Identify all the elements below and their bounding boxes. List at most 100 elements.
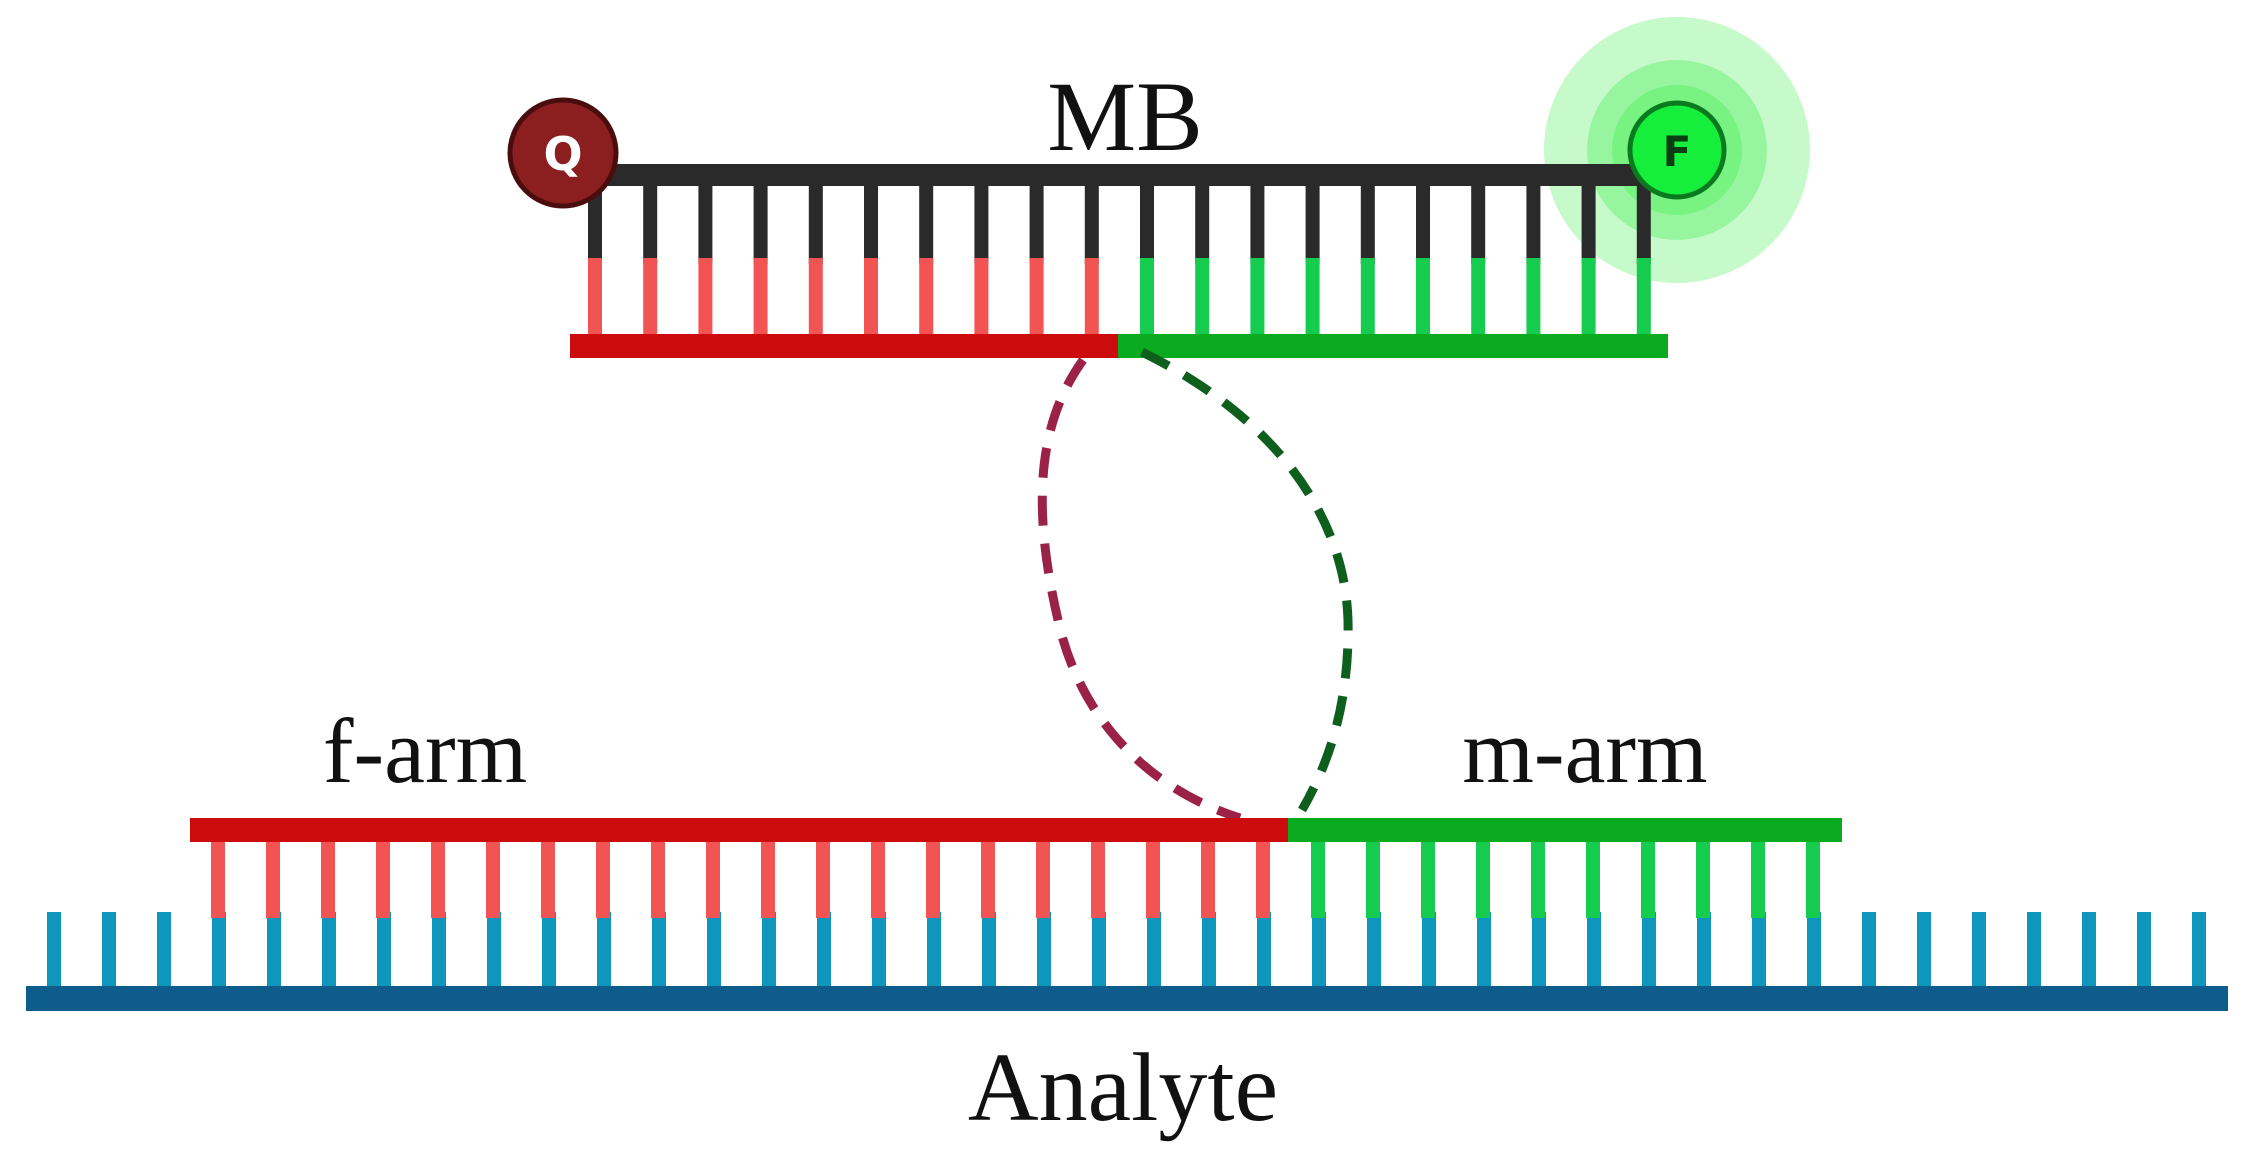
mb-tooth	[1195, 164, 1210, 264]
mb-m-tooth	[1581, 258, 1596, 338]
analyte-tooth	[1257, 912, 1271, 990]
mb-tooth	[698, 164, 713, 264]
f-arm-tooth	[1091, 838, 1105, 918]
analyte-tooth	[212, 912, 226, 990]
mb-tooth	[974, 164, 989, 264]
mb-f-tooth	[588, 258, 602, 338]
analyte-label: Analyte	[968, 1034, 1278, 1142]
f-arm-tooth	[321, 838, 335, 918]
analyte-tooth	[322, 912, 336, 990]
analyte-tooth	[1752, 912, 1766, 990]
mb-f-segment-teeth	[588, 258, 1099, 338]
mb-m-tooth	[1526, 258, 1541, 338]
analyte-tooth	[1312, 912, 1326, 990]
analyte-tooth	[817, 912, 831, 990]
mb-f-tooth	[974, 258, 989, 338]
mb-tooth	[1471, 164, 1486, 264]
mb-m-tooth	[1360, 258, 1375, 338]
m-arm-tooth	[1751, 838, 1765, 918]
f-arm-tooth	[1201, 838, 1215, 918]
mb-tooth	[753, 164, 768, 264]
analyte-tooth	[377, 912, 391, 990]
f-arm-tooth	[926, 838, 940, 918]
analyte-tooth	[1697, 912, 1711, 990]
f-arm-tooth	[981, 838, 995, 918]
mb-strand	[590, 164, 1650, 186]
m-arm-teeth	[1311, 838, 1820, 918]
analyte-strand	[26, 986, 2228, 1011]
f-arm-tooth	[376, 838, 390, 918]
analyte-tooth	[432, 912, 446, 990]
m-arm-tooth	[1696, 838, 1710, 918]
analyte-tooth	[1037, 912, 1051, 990]
analyte-tooth	[1477, 912, 1491, 990]
mb-tooth	[1526, 164, 1541, 264]
analyte-tooth	[47, 912, 61, 990]
mb-m-segment-strand	[1118, 334, 1668, 358]
analyte-tooth	[1202, 912, 1216, 990]
mb-teeth	[588, 164, 1651, 264]
m-arm-tooth	[1366, 838, 1380, 918]
fluorophore-label: F	[1663, 127, 1692, 176]
mb-tooth	[1581, 164, 1596, 264]
mb-m-tooth	[1195, 258, 1210, 338]
f-arm-strand	[190, 818, 1290, 842]
mb-tooth	[1360, 164, 1375, 264]
analyte-tooth	[1917, 912, 1931, 990]
mb-tooth	[808, 164, 823, 264]
mb-label: MB	[1047, 61, 1203, 172]
mb-f-tooth	[864, 258, 878, 338]
mb-tooth	[1250, 164, 1265, 264]
f-arm-tooth	[486, 838, 500, 918]
mb-tooth	[919, 164, 934, 264]
f-arm-tooth	[1036, 838, 1050, 918]
m-arm-tooth	[1476, 838, 1490, 918]
analyte-tooth	[982, 912, 996, 990]
analyte-tooth	[267, 912, 281, 990]
m-arm-tooth	[1806, 838, 1820, 918]
mb-f-tooth	[643, 258, 658, 338]
analyte-tooth	[707, 912, 721, 990]
mb-f-tooth	[1084, 258, 1099, 338]
mb-f-segment-strand	[570, 334, 1120, 358]
f-arm-tooth	[541, 838, 555, 918]
analyte-tooth	[1092, 912, 1106, 990]
analyte-tooth	[1642, 912, 1656, 990]
f-arm-tooth	[706, 838, 720, 918]
f-arm-linker	[1037, 357, 1242, 823]
mb-f-tooth	[698, 258, 713, 338]
m-arm-tooth	[1311, 838, 1325, 918]
quencher-circle	[507, 97, 619, 209]
mb-f-tooth	[808, 258, 823, 338]
mb-m-tooth	[1250, 258, 1265, 338]
mb-m-segment-teeth	[1140, 258, 1651, 338]
analyte-tooth	[2027, 912, 2041, 990]
fluorophore: F	[1627, 100, 1727, 200]
f-arm-tooth	[431, 838, 445, 918]
f-arm-tooth	[871, 838, 885, 918]
mb-m-tooth	[1416, 258, 1430, 338]
analyte-tooth	[102, 912, 116, 990]
analyte-tooth	[487, 912, 501, 990]
analyte-tooth	[1422, 912, 1436, 990]
analyte-tooth	[2082, 912, 2096, 990]
analyte-tooth	[157, 912, 171, 990]
mb-tooth	[1305, 164, 1320, 264]
analyte-tooth	[1147, 912, 1161, 990]
m-arm-tooth	[1641, 838, 1655, 918]
f-arm-tooth	[1256, 838, 1270, 918]
analyte-tooth	[762, 912, 776, 990]
f-arm-tooth	[596, 838, 610, 918]
analyte-tooth	[652, 912, 666, 990]
analyte-tooth	[1972, 912, 1986, 990]
analyte-tooth	[2192, 912, 2206, 990]
f-arm-tooth	[816, 838, 830, 918]
mb-tooth	[1140, 164, 1154, 264]
analyte-tooth	[2137, 912, 2151, 990]
analyte-tooth	[872, 912, 886, 990]
analyte-tooth	[1367, 912, 1381, 990]
analyte-tooth	[1807, 912, 1821, 990]
mb-m-tooth	[1140, 258, 1154, 338]
m-arm-tooth	[1586, 838, 1600, 918]
